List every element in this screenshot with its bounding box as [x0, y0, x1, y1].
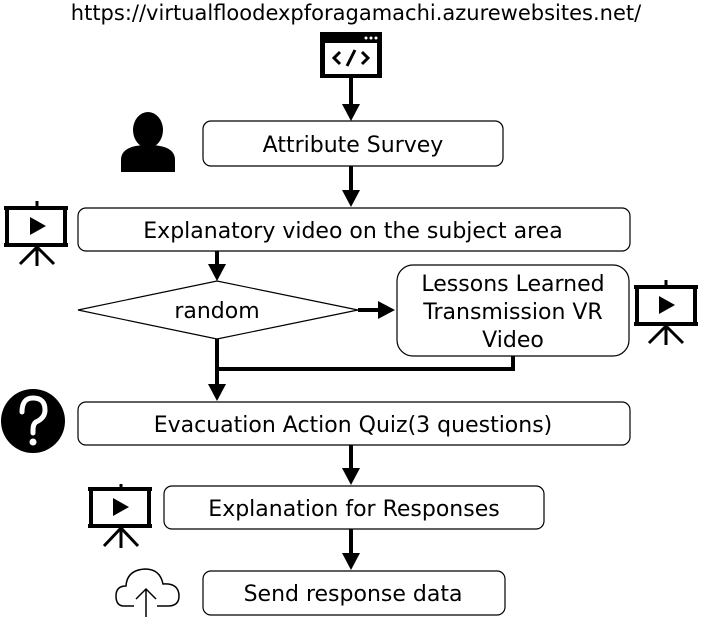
- step-vr-video: Lessons Learned Transmission VR Video: [396, 264, 630, 357]
- presentation-video-icon: [88, 484, 152, 548]
- person-icon: [121, 112, 175, 172]
- attribute-survey-label: Attribute Survey: [263, 133, 444, 158]
- random-label: random: [174, 299, 259, 324]
- vr-video-label-line3: Video: [482, 328, 544, 353]
- question-icon: [1, 389, 65, 453]
- arrow-explanation-to-send: [342, 529, 360, 570]
- cloud-upload-icon: [115, 568, 180, 617]
- step-attribute-survey: Attribute Survey: [202, 120, 504, 167]
- arrow-quiz-to-explanation: [342, 445, 360, 485]
- vr-video-label-line1: Lessons Learned: [421, 272, 604, 297]
- arrow-web-to-survey: [342, 78, 360, 121]
- presentation-video-icon: [4, 201, 68, 266]
- step-evacuation-quiz: Evacuation Action Quiz(3 questions): [77, 401, 631, 446]
- presentation-video-icon: [634, 280, 698, 345]
- arrow-random-to-vr: [358, 301, 395, 319]
- decision-random: random: [77, 280, 359, 340]
- website-url: https://virtualfloodexpforagamachi.azure…: [71, 1, 642, 25]
- explanation-label: Explanation for Responses: [208, 497, 499, 522]
- quiz-label: Evacuation Action Quiz(3 questions): [154, 413, 553, 438]
- send-label: Send response data: [244, 582, 463, 607]
- arrow-survey-to-video: [342, 166, 360, 207]
- step-explanation-responses: Explanation for Responses: [163, 485, 545, 530]
- vr-video-label-line2: Transmission VR: [422, 300, 602, 325]
- step-send-response-data: Send response data: [202, 570, 506, 616]
- web-code-icon: [320, 32, 382, 78]
- arrow-video-to-random: [208, 251, 226, 281]
- arrow-merge-to-quiz: [208, 339, 515, 401]
- step-explanatory-video: Explanatory video on the subject area: [77, 207, 631, 252]
- explanatory-video-label: Explanatory video on the subject area: [143, 219, 562, 244]
